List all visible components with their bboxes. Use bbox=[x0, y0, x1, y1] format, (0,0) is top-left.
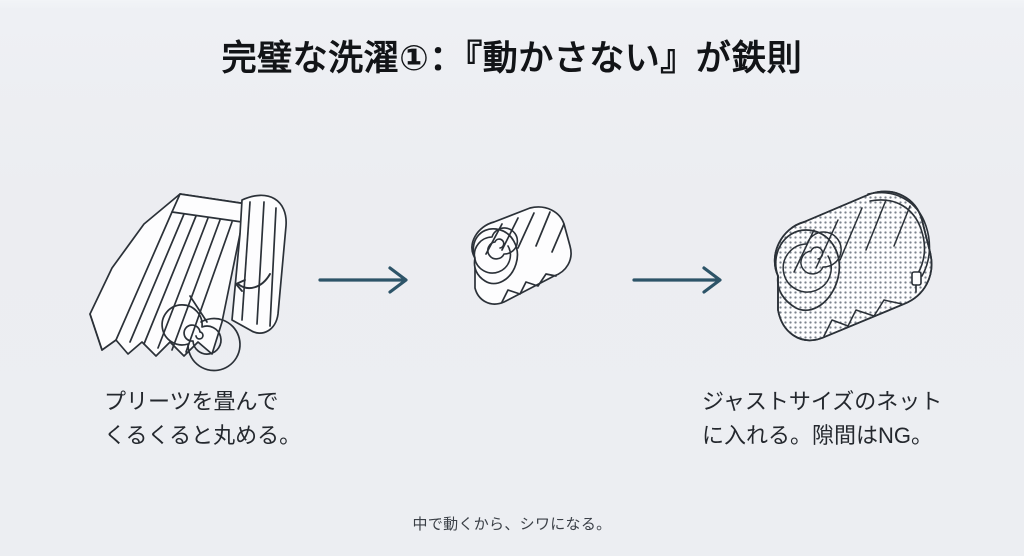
illustration-stage bbox=[0, 150, 1024, 380]
arrow-right-icon-1 bbox=[318, 266, 412, 299]
illustration-pleated-fabric bbox=[72, 182, 302, 372]
top-sheen bbox=[0, 0, 1024, 10]
arrow-right-icon-2 bbox=[632, 266, 726, 299]
caption-step-1: プリーツを畳んで くるくると丸める。 bbox=[104, 389, 302, 449]
illustration-mesh-laundry-net bbox=[758, 180, 948, 350]
page-title: 完璧な洗濯①：『動かさない』が鉄則 bbox=[221, 39, 803, 78]
footnote-text: 中で動くから、シワになる。 bbox=[412, 516, 612, 533]
caption-step-3: ジャストサイズのネット に入れる。隙間はNG。 bbox=[702, 389, 943, 449]
illustration-rolled-cylinder bbox=[442, 202, 582, 332]
